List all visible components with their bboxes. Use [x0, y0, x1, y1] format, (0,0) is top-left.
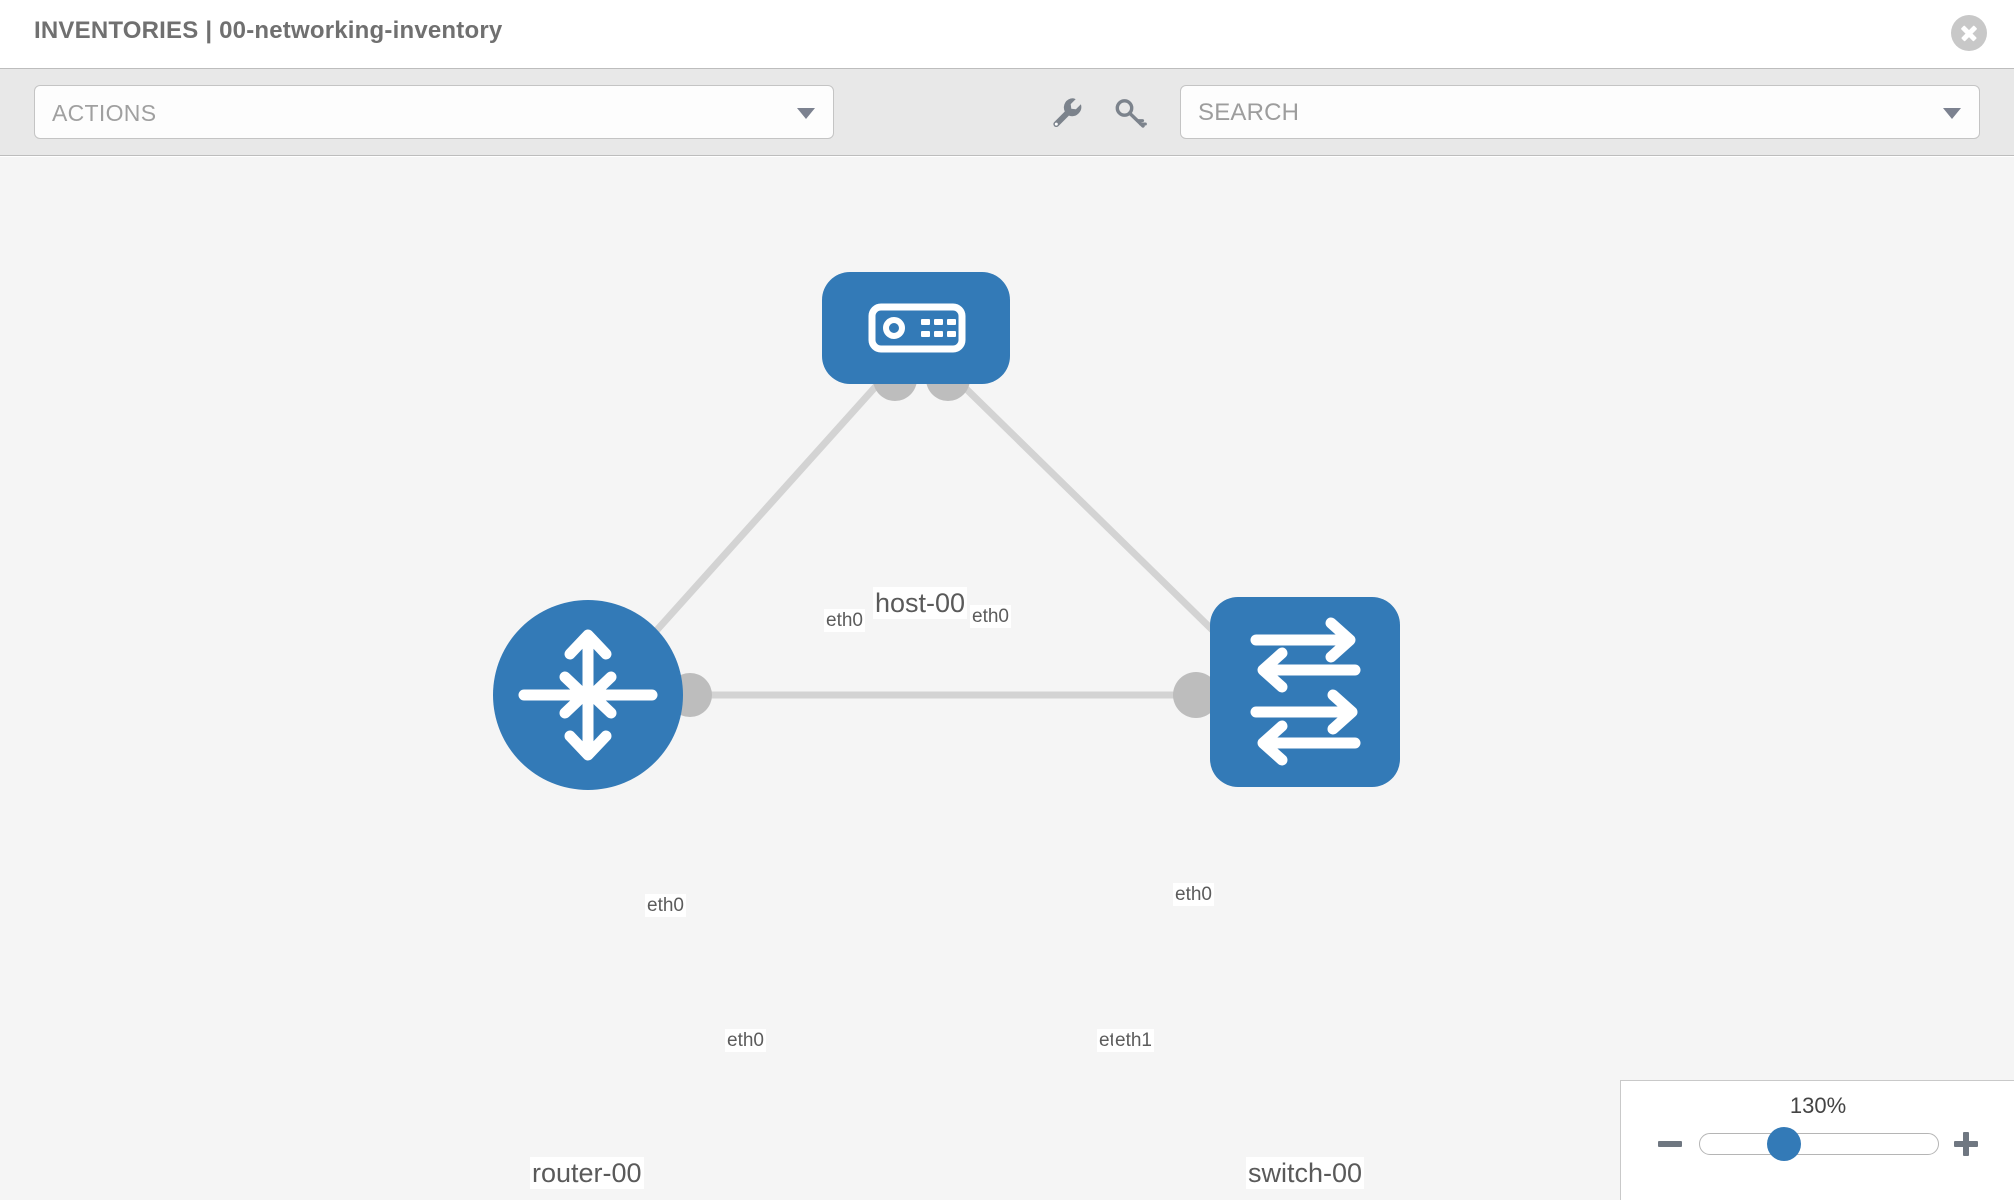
- node-router-00: [493, 600, 683, 790]
- zoom-slider-track[interactable]: [1699, 1133, 1939, 1155]
- node-label-host-00: host-00: [873, 587, 968, 619]
- zoom-in-button[interactable]: [1951, 1129, 1981, 1159]
- page-header: INVENTORIES | 00-networking-inventory: [0, 0, 2014, 68]
- link-host-router: [627, 372, 889, 663]
- node-label-switch-00: switch-00: [1246, 1157, 1365, 1189]
- wrench-icon[interactable]: [1049, 95, 1083, 129]
- chevron-down-icon[interactable]: [1943, 108, 1961, 119]
- zoom-level-value: 130%: [1789, 1093, 1847, 1118]
- node-label-router-00: router-00: [530, 1157, 644, 1189]
- iface-label-host-eth0-left: eth0: [824, 609, 865, 632]
- iface-label-router-eth0-uplink: eth0: [645, 894, 686, 917]
- iface-label-switch-eth1-trunk: eth1: [1113, 1029, 1154, 1052]
- chevron-down-icon: [797, 108, 815, 119]
- topology-graph: [493, 272, 1400, 790]
- actions-dropdown[interactable]: ACTIONS: [34, 85, 834, 139]
- actions-dropdown-label: ACTIONS: [52, 100, 157, 126]
- zoom-slider-thumb[interactable]: [1767, 1127, 1801, 1161]
- zoom-out-button[interactable]: [1655, 1129, 1685, 1159]
- zoom-control-panel: 130%: [1620, 1080, 2014, 1200]
- node-host-00: [822, 272, 1010, 384]
- iface-label-router-eth0-trunk: eth0: [725, 1029, 766, 1052]
- node-switch-00: [1210, 597, 1400, 787]
- link-endpoint: [1173, 672, 1219, 718]
- iface-label-host-eth0-right: eth0: [970, 605, 1011, 628]
- toolbar: ACTIONS SEARCH: [0, 68, 2014, 156]
- page-title: INVENTORIES | 00-networking-inventory: [34, 17, 503, 44]
- search-placeholder: SEARCH: [1198, 99, 1300, 126]
- topology-canvas[interactable]: host-00 router-00 switch-00 eth0 eth0 et…: [0, 157, 2014, 1200]
- key-icon[interactable]: [1114, 95, 1148, 129]
- iface-label-switch-eth0-uplink: eth0: [1173, 883, 1214, 906]
- link-host-switch: [949, 372, 1243, 660]
- search-input[interactable]: SEARCH: [1180, 85, 1980, 139]
- close-icon[interactable]: [1951, 15, 1987, 51]
